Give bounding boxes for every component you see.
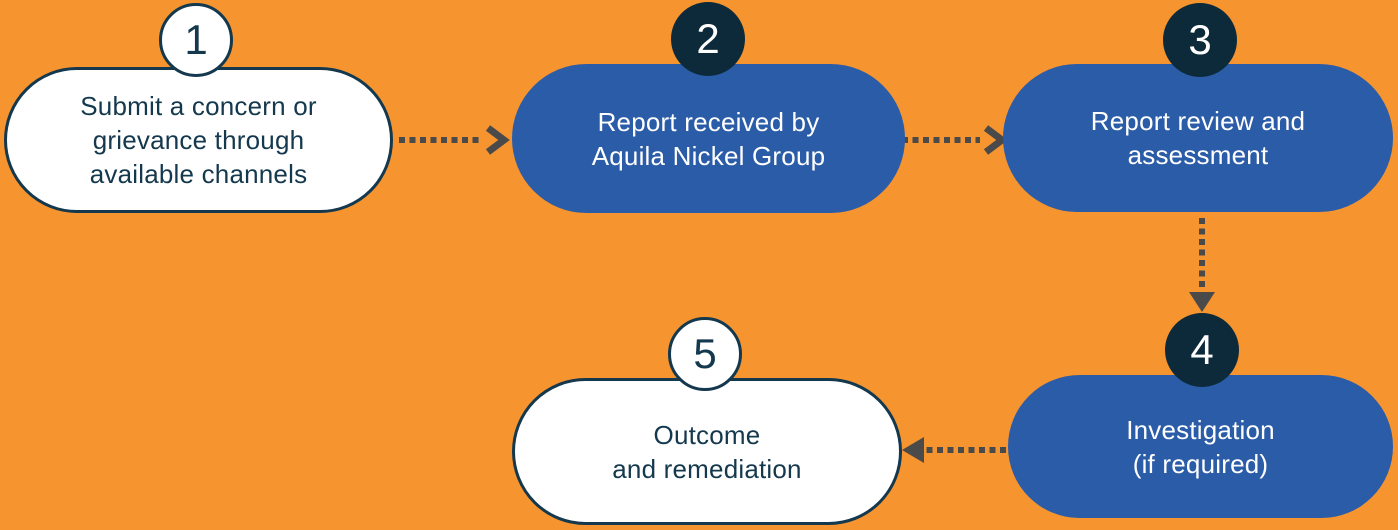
step-5-label: Outcome and remediation bbox=[612, 418, 801, 486]
pill-text-line: and remediation bbox=[612, 453, 802, 484]
step-number: 5 bbox=[693, 330, 717, 377]
pill-text-line: Aquila Nickel Group bbox=[591, 140, 826, 171]
pill-text-line: Outcome bbox=[653, 419, 761, 450]
step-number: 2 bbox=[696, 15, 720, 62]
pill-text-line: (if required) bbox=[1132, 448, 1269, 479]
step-number: 1 bbox=[184, 16, 208, 63]
step-3-number-badge: 3 bbox=[1163, 3, 1237, 77]
pill-text-line: grievance through bbox=[92, 125, 305, 155]
step-2-label: Report received by Aquila Nickel Group bbox=[592, 105, 826, 173]
step-5-pill: Outcome and remediation bbox=[512, 378, 902, 525]
step-1-pill: Submit a concern or grievance through av… bbox=[4, 67, 393, 213]
pill-text-line: Investigation bbox=[1126, 414, 1275, 445]
step-4-number-badge: 4 bbox=[1165, 313, 1239, 387]
step-1-label: Submit a concern or grievance through av… bbox=[80, 89, 316, 191]
step-number: 4 bbox=[1190, 326, 1214, 373]
arrow-step2-to-step3 bbox=[902, 125, 1008, 155]
pill-text-line: Submit a concern or bbox=[80, 91, 317, 121]
step-3-pill: Report review and assessment bbox=[1003, 64, 1393, 212]
pill-text-line: available channels bbox=[89, 159, 308, 189]
step-4-label: Investigation (if required) bbox=[1126, 413, 1275, 481]
step-2-pill: Report received by Aquila Nickel Group bbox=[512, 64, 905, 213]
arrow-step3-to-step4 bbox=[1189, 218, 1215, 312]
pill-text-line: Report review and bbox=[1090, 106, 1306, 136]
step-3-label: Report review and assessment bbox=[1091, 104, 1305, 172]
pill-text-line: assessment bbox=[1127, 140, 1269, 170]
step-5-number-badge: 5 bbox=[668, 317, 742, 391]
pill-text-line: Report received by bbox=[597, 106, 820, 137]
arrow-step1-to-step2 bbox=[399, 125, 510, 155]
arrow-step4-to-step5 bbox=[902, 437, 1006, 463]
step-2-number-badge: 2 bbox=[671, 2, 745, 76]
step-number: 3 bbox=[1188, 16, 1212, 63]
step-4-pill: Investigation (if required) bbox=[1008, 375, 1393, 518]
step-1-number-badge: 1 bbox=[159, 3, 233, 77]
